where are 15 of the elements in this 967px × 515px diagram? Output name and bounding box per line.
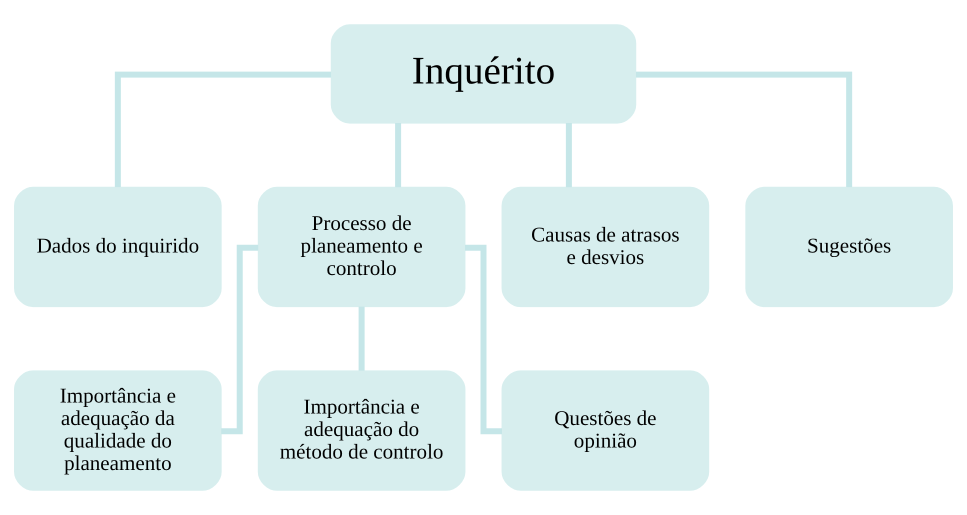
node-box: Importância e adequação da qualidade do planeamento [14, 370, 222, 491]
connector [636, 72, 852, 188]
connector [395, 123, 402, 188]
node-box: Sugestões [745, 186, 953, 308]
node-box: Inquérito [330, 24, 636, 124]
connector [114, 72, 332, 188]
node-box: Questões de opinião [502, 370, 710, 491]
node-box: Dados do inquirido [14, 186, 222, 308]
connector [566, 123, 572, 188]
node-box: Processo de planeamento e controlo [258, 186, 466, 308]
connector [465, 244, 502, 434]
node-box: Causas de atrasos e desvios [502, 186, 710, 308]
connector [221, 244, 258, 434]
node-box: Importância e adequação do método de controlo [258, 370, 466, 491]
connector [358, 306, 365, 371]
